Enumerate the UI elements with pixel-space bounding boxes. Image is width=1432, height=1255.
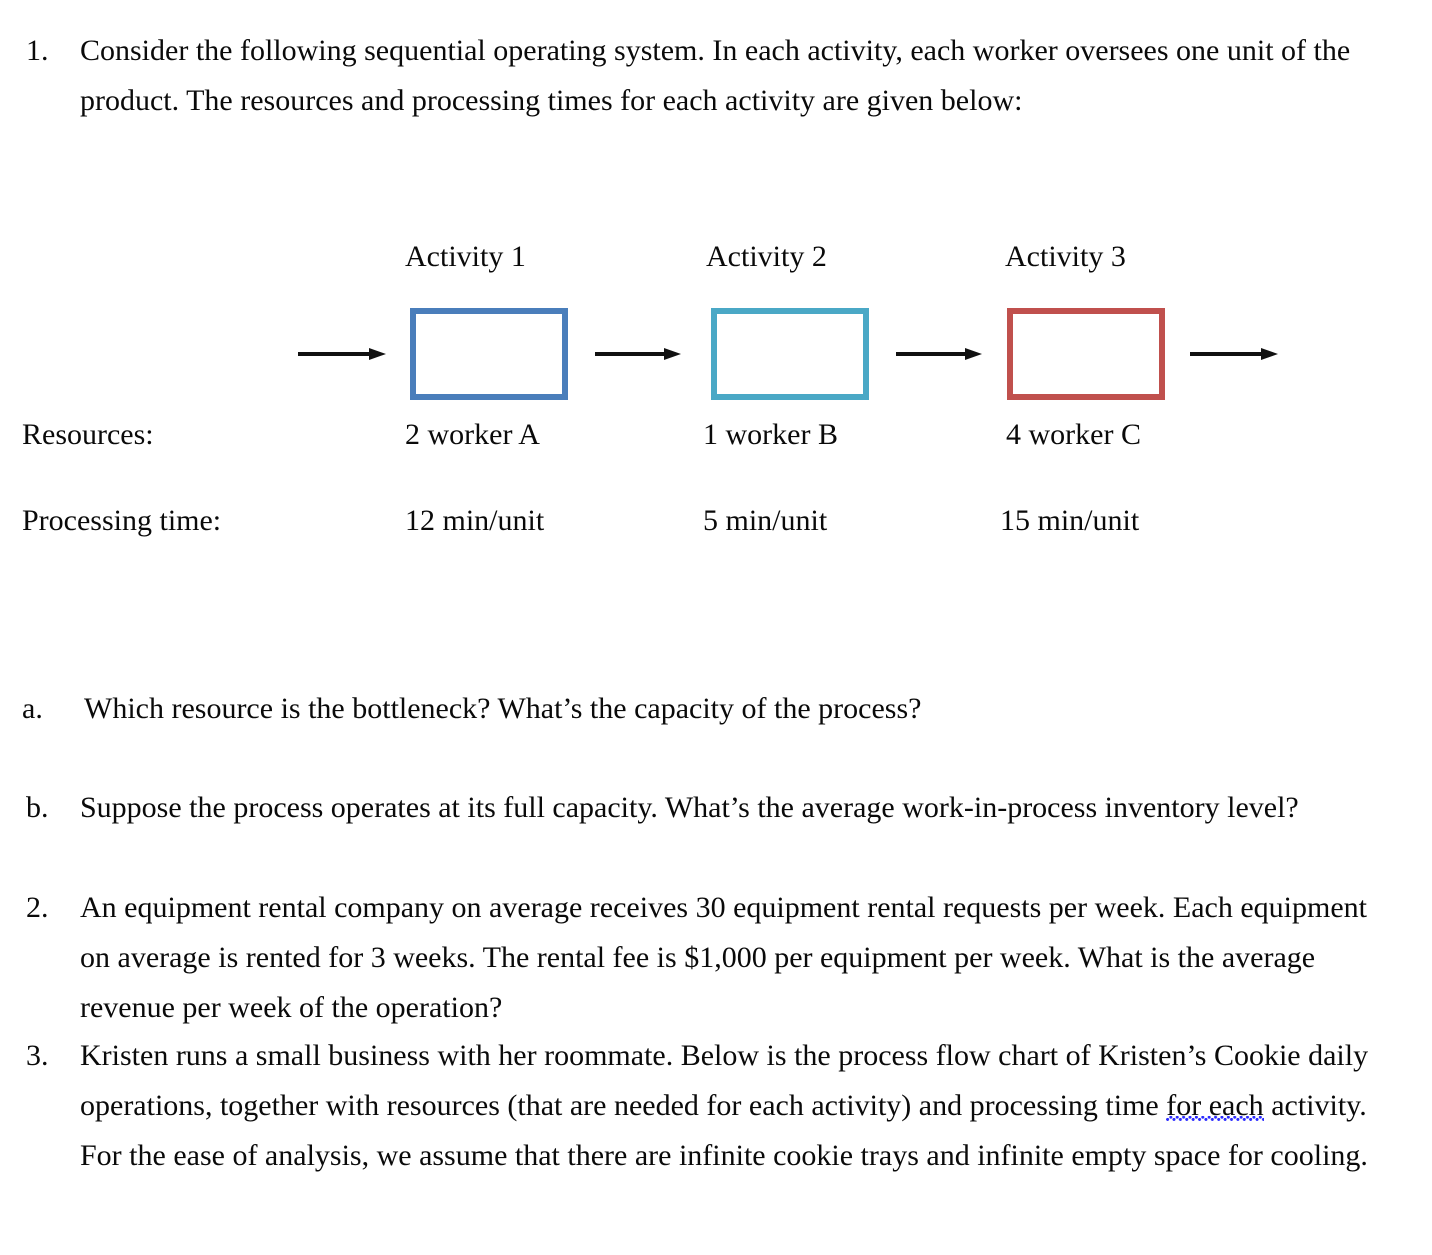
question-2: 2. An equipment rental company on averag… xyxy=(26,883,1406,1033)
activity-2-processing-time: 5 min/unit xyxy=(703,504,828,537)
activity-2-title: Activity 2 xyxy=(706,240,827,273)
question-3: 3. Kristen runs a small business with he… xyxy=(26,1031,1406,1181)
activity-3-resource: 4 worker C xyxy=(1006,418,1141,451)
question-b-text: Suppose the process operates at its full… xyxy=(80,791,1299,824)
question-1-text: Consider the following sequential operat… xyxy=(80,34,1351,117)
activity-2-resource: 1 worker B xyxy=(703,418,838,451)
activity-2-box xyxy=(711,308,869,400)
question-1: 1. Consider the following sequential ope… xyxy=(26,26,1406,126)
activity-3-box xyxy=(1007,308,1165,400)
activity-1-box xyxy=(410,308,568,400)
question-b: b. Suppose the process operates at its f… xyxy=(26,783,1386,833)
question-2-text: An equipment rental company on average r… xyxy=(80,891,1367,1024)
question-3-marker: 3. xyxy=(26,1039,49,1072)
activity-1-title: Activity 1 xyxy=(405,240,526,273)
arrow-output xyxy=(1190,348,1278,360)
activity-3-title: Activity 3 xyxy=(1005,240,1126,273)
question-3-text-part1: Kristen runs a small business with her r… xyxy=(80,1039,1369,1122)
question-3-text-part2: activity. For the ease of analysis, we a… xyxy=(80,1089,1368,1172)
question-a-marker: a. xyxy=(22,692,43,725)
activity-1-processing-time: 12 min/unit xyxy=(405,504,545,537)
question-a-text: Which resource is the bottleneck? What’s… xyxy=(84,692,922,725)
arrow-2-to-3 xyxy=(896,348,982,360)
process-flow-diagram: Activity 1 Activity 2 Activity 3 Resourc… xyxy=(0,225,1432,545)
misspelled-word: for each xyxy=(1166,1089,1264,1122)
resources-row-label: Resources: xyxy=(22,418,154,451)
arrow-1-to-2 xyxy=(595,348,681,360)
question-a: a. Which resource is the bottleneck? Wha… xyxy=(22,684,1402,734)
question-1-marker: 1. xyxy=(26,34,49,67)
activity-3-processing-time: 15 min/unit xyxy=(1000,504,1140,537)
arrow-input xyxy=(298,348,386,360)
question-2-marker: 2. xyxy=(26,891,49,924)
question-3-text: Kristen runs a small business with her r… xyxy=(80,1031,1370,1181)
activity-1-resource: 2 worker A xyxy=(405,418,540,451)
question-b-marker: b. xyxy=(26,791,49,824)
processing-time-row-label: Processing time: xyxy=(22,504,222,537)
